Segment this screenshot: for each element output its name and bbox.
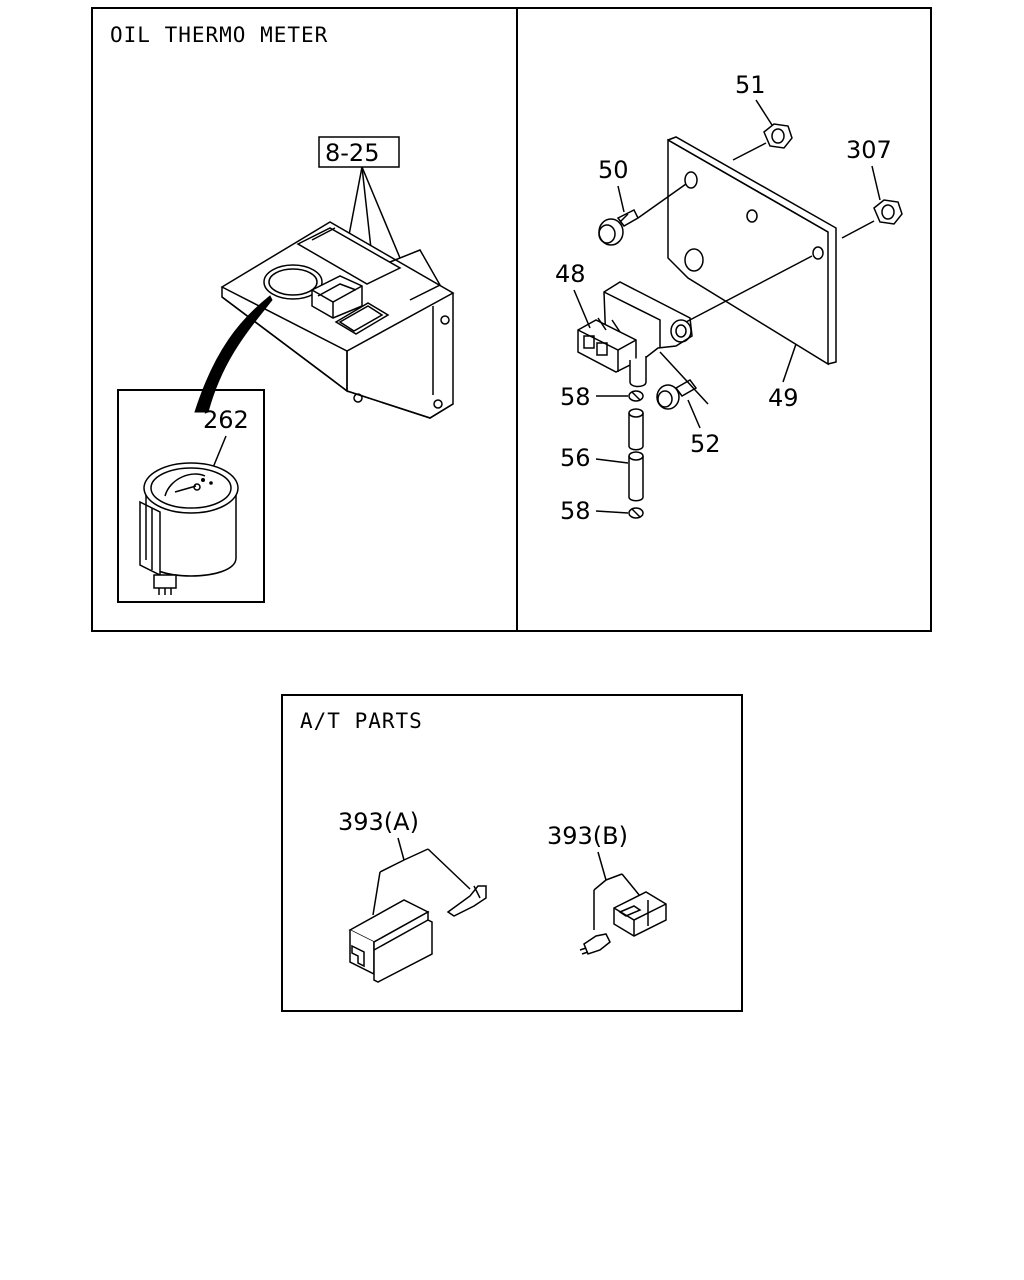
nut-307-axis [841,220,875,239]
part-58-upper-label: 58 [560,383,591,411]
meter-detail-box [117,389,265,603]
sender-48 [577,281,693,388]
bolt-52-axis [659,351,709,405]
connector-393a [348,899,433,983]
instrument-panel-cluster [220,221,455,419]
part-50-leader [617,185,625,213]
part-51-label: 51 [735,71,766,99]
part-49-leader [782,343,797,383]
hose-56 [628,451,644,502]
part-393b-label: 393(B) [547,822,628,850]
part-262-leader [211,435,227,471]
bolt-50 [598,208,639,246]
part-52-leader [687,399,701,429]
part-393a-leaders [372,837,471,916]
bolt-52 [656,379,698,410]
clip-58-lower [628,507,644,519]
part-48-leader [573,289,591,329]
part-58-lower-leader [595,510,629,514]
at-parts-frame [281,694,743,1012]
detail-pointer [194,295,273,413]
nut-51 [763,123,793,149]
part-56-leader [595,458,629,464]
at-parts-title: A/T PARTS [300,709,423,733]
part-262-label: 262 [203,406,249,434]
oil-thermo-meter-title: OIL THERMO METER [110,23,328,47]
nut-307 [873,199,903,225]
reference-label: 8-25 [325,139,379,167]
part-49-label: 49 [768,384,799,412]
connector-393b [613,891,667,937]
part-56-label: 56 [560,444,591,472]
sender-mount-axis [685,255,813,323]
nut-51-axis [732,142,767,161]
part-393a-label: 393(A) [338,808,419,836]
part-52-label: 52 [690,430,721,458]
part-307-label: 307 [846,136,892,164]
part-58-lower-label: 58 [560,497,591,525]
bracket-49 [667,136,837,366]
part-48-label: 48 [555,260,586,288]
part-307-leader [871,165,881,201]
clip-58-upper [628,390,644,402]
top-frame [91,7,932,632]
bolt-50-axis [637,183,687,219]
short-tube [628,408,644,451]
terminal-393b [579,933,611,955]
oil-thermo-gauge [139,462,239,595]
terminal-393a [446,885,487,917]
part-393b-leaders [593,851,641,930]
part-51-leader [755,99,773,126]
part-50-label: 50 [598,156,629,184]
